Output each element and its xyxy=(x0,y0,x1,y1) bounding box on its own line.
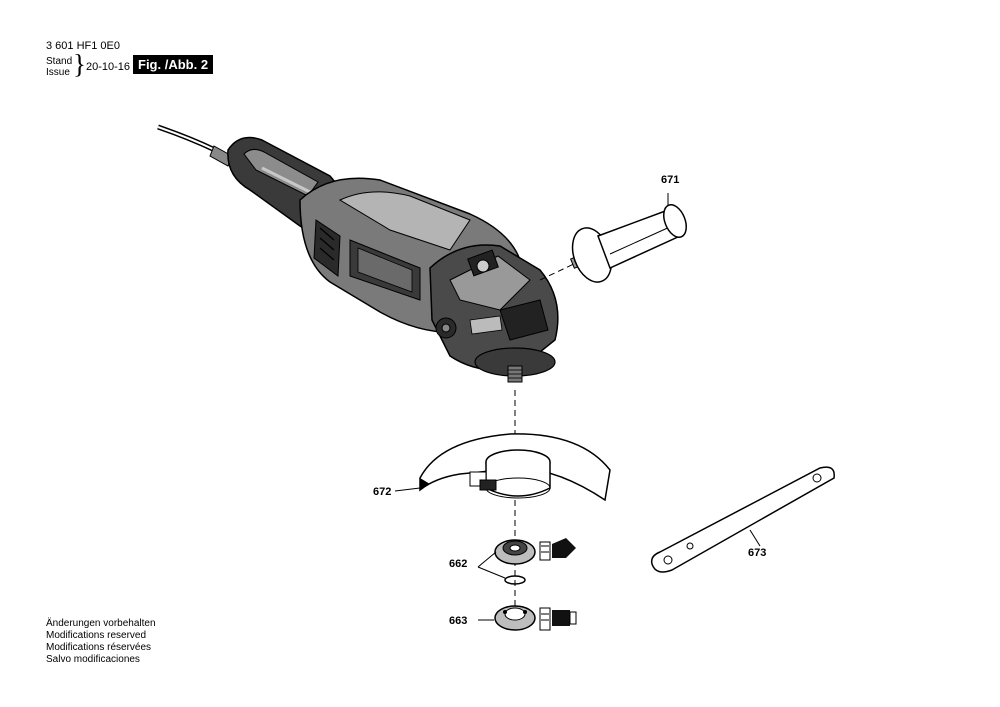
brace-glyph: } xyxy=(73,49,86,79)
modification-notes: Änderungen vorbehalten Modifications res… xyxy=(46,618,156,666)
stand-label: Stand xyxy=(46,56,73,67)
note-de: Änderungen vorbehalten xyxy=(46,618,156,629)
note-en: Modifications reserved xyxy=(46,630,147,641)
part-label-663: 663 xyxy=(449,615,468,627)
figure-badge: Fig. /Abb. 2 xyxy=(133,55,214,74)
part-label-672: 672 xyxy=(373,486,392,498)
issue-label: Issue xyxy=(46,67,70,78)
document-number: 3 601 HF1 0E0 xyxy=(46,40,120,52)
wheel-guard xyxy=(394,433,611,502)
auxiliary-handle xyxy=(539,193,687,283)
part-label-673: 673 xyxy=(748,547,767,559)
note-fr: Modifications réservées xyxy=(46,642,152,653)
part-label-671: 671 xyxy=(661,174,680,186)
part-label-662: 662 xyxy=(449,558,468,570)
note-es: Salvo modificaciones xyxy=(46,654,140,665)
issue-date: 20-10-16 xyxy=(86,61,131,73)
angle-grinder xyxy=(227,136,559,383)
clamping-nut xyxy=(478,605,577,631)
power-cord xyxy=(157,124,233,167)
mounting-flange xyxy=(477,538,576,585)
two-pin-spanner xyxy=(650,466,835,573)
